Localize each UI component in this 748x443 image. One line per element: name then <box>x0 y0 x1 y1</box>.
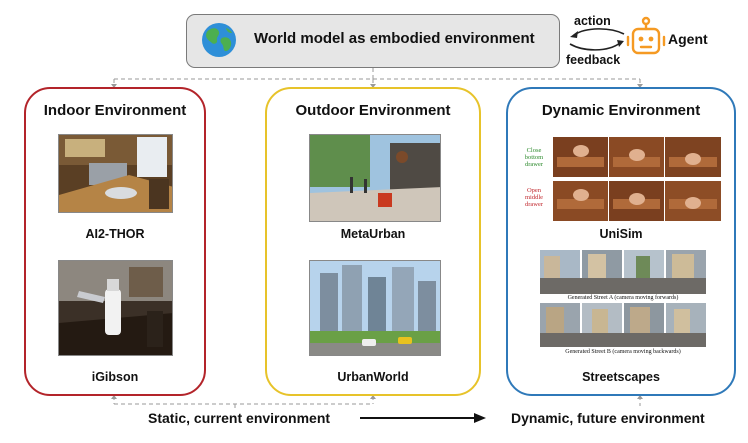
dynamic-environment-label: Dynamic, future environment <box>511 410 705 426</box>
agent-label: Agent <box>668 31 708 47</box>
unisim-caption: UniSim <box>599 227 643 241</box>
header-title: World model as embodied environment <box>254 30 535 47</box>
feedback-label: feedback <box>566 53 621 67</box>
globe-icon <box>202 23 236 57</box>
outdoor-panel: Outdoor Environment MetaUrban UrbanWor <box>265 87 481 396</box>
streetscapes-image-b <box>540 303 706 347</box>
metaurban-caption: MetaUrban <box>340 227 406 241</box>
indoor-title: Indoor Environment <box>43 102 187 119</box>
streetscapes-caption: Streetscapes <box>582 370 660 384</box>
ai2thor-image <box>58 134 173 213</box>
urbanworld-image <box>309 260 441 356</box>
metaurban-image <box>309 134 441 222</box>
unisim-label-close: Close bottom drawer <box>524 147 544 168</box>
unisim-image <box>553 137 721 221</box>
world-model-box <box>186 14 560 68</box>
dynamic-title: Dynamic Environment <box>541 102 701 119</box>
indoor-panel: Indoor Environment AI2-THOR iGibson <box>24 87 206 396</box>
action-label: action <box>574 14 611 28</box>
streetscapes-image-a <box>540 250 706 294</box>
ai2thor-caption: AI2-THOR <box>85 227 145 241</box>
action-feedback-arrows <box>569 28 625 51</box>
outdoor-title: Outdoor Environment <box>295 102 451 119</box>
street-b-caption: Generated Street B (camera moving backwa… <box>565 349 681 355</box>
dynamic-panel: Dynamic Environment Close bottom drawer … <box>506 87 736 396</box>
urbanworld-caption: UrbanWorld <box>337 370 409 384</box>
unisim-label-open: Open middle drawer <box>524 187 544 208</box>
street-a-caption: Generated Street A (camera moving forwar… <box>567 295 679 301</box>
progress-arrow <box>360 413 486 423</box>
igibson-caption: iGibson <box>91 370 139 384</box>
igibson-image <box>58 260 173 356</box>
static-environment-label: Static, current environment <box>148 410 331 426</box>
robot-agent-icon <box>626 16 666 55</box>
